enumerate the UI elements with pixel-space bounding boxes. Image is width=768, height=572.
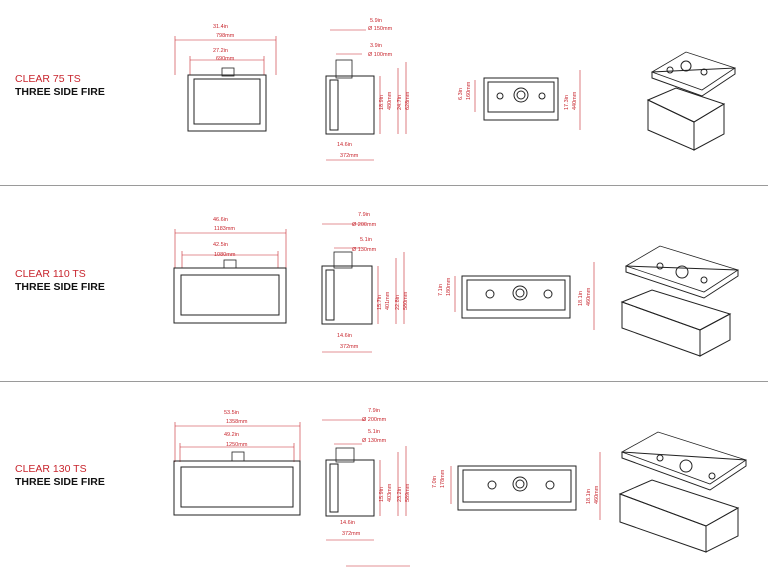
dim-top-left-mm: 160mm — [466, 81, 472, 100]
dim-outer-mm: 1358mm — [226, 419, 248, 425]
iso-view-130 — [618, 431, 747, 553]
dim-flue-inner-in: 5.1in — [360, 237, 372, 243]
dim-top-right-in: 18.1in — [578, 291, 584, 306]
model-label-130: CLEAR 130 TS THREE SIDE FIRE — [15, 463, 105, 489]
dim-h1-in: 15.7in — [377, 295, 383, 310]
dim-flue-outer-mm: Ø 200mm — [362, 417, 387, 423]
dim-inner-in: 49.2in — [224, 432, 239, 438]
dim-flue-inner-mm: Ø 130mm — [352, 247, 377, 253]
section-divider — [0, 185, 768, 186]
model-name: CLEAR 130 TS — [15, 463, 87, 475]
dim-h2-mm: 589mm — [405, 483, 411, 502]
dim-depth-in: 14.6in — [340, 520, 355, 526]
side-view-75: 5.9in Ø 150mm 3.9in Ø 100mm 18.9in 480mm… — [325, 18, 411, 161]
dim-h1-mm: 403mm — [387, 483, 393, 502]
dim-h1-mm: 480mm — [387, 91, 393, 110]
dim-top-left-in: 7.1in — [438, 284, 444, 296]
dim-depth-mm: 372mm — [340, 153, 359, 159]
dim-inner-mm: 1250mm — [226, 442, 248, 448]
dim-flue-outer-in: 7.9in — [368, 408, 380, 414]
dim-outer-in: 53.5in — [224, 410, 239, 416]
dim-outer-in: 46.6in — [213, 217, 228, 223]
dim-h1-in: 15.9in — [379, 487, 385, 502]
dim-depth-in: 14.6in — [337, 142, 352, 148]
dim-h2-in: 22.8in — [395, 295, 401, 310]
dim-depth-mm: 372mm — [342, 531, 361, 537]
dim-depth-mm: 372mm — [340, 344, 359, 350]
model-subtitle: THREE SIDE FIRE — [15, 476, 105, 488]
dim-inner-in: 42.5in — [213, 242, 228, 248]
dim-flue-inner-in: 3.9in — [370, 43, 382, 49]
section-divider — [0, 381, 768, 382]
dim-top-left-in: 6.3in — [458, 88, 464, 100]
iso-view-110 — [620, 245, 739, 357]
dim-flue-outer-in: 7.9in — [358, 212, 370, 218]
dim-h2-mm: 628mm — [405, 91, 411, 110]
top-view-130: 7.0in 178mm 18.1in 460mm — [432, 452, 601, 520]
dim-top-right-in: 18.1in — [586, 489, 592, 504]
dim-outer-mm: 1183mm — [214, 226, 235, 232]
dim-flue-inner-mm: Ø 100mm — [368, 52, 393, 58]
dim-top-left-mm: 180mm — [446, 277, 452, 296]
front-view-110: 46.6in 1183mm 42.5in 1080mm — [173, 217, 287, 324]
model-subtitle: THREE SIDE FIRE — [15, 281, 105, 293]
top-view-75: 6.3in 160mm 17.3in 440mm — [458, 70, 581, 130]
dim-h2-in: 24.7in — [397, 95, 403, 110]
dim-inner-mm: 690mm — [216, 56, 235, 62]
dim-flue-outer-mm: Ø 200mm — [352, 222, 377, 228]
dim-flue-inner-in: 5.1in — [368, 429, 380, 435]
model-subtitle: THREE SIDE FIRE — [15, 86, 105, 98]
model-label-75: CLEAR 75 TS THREE SIDE FIRE — [15, 73, 105, 99]
dim-flue-outer-mm: Ø 150mm — [368, 26, 393, 32]
dim-h1-in: 18.9in — [379, 95, 385, 110]
model-name: CLEAR 75 TS — [15, 73, 81, 85]
model-name: CLEAR 110 TS — [15, 268, 86, 280]
side-view-130: 7.9in Ø 200mm 5.1in Ø 130mm 15.9in 403mm… — [322, 408, 411, 567]
dim-depth-in: 14.6in — [337, 333, 352, 339]
dim-top-right-mm: 440mm — [572, 91, 578, 110]
dim-top-left-mm: 178mm — [440, 469, 446, 488]
model-label-110: CLEAR 110 TS THREE SIDE FIRE — [15, 268, 105, 294]
dim-inner-mm: 1080mm — [214, 252, 236, 258]
dim-outer-in: 31.4in — [213, 24, 228, 30]
dim-top-left-in: 7.0in — [432, 476, 438, 488]
dim-flue-outer-in: 5.9in — [370, 18, 382, 24]
dim-top-right-mm: 460mm — [594, 485, 600, 504]
top-view-110: 7.1in 180mm 18.1in 460mm — [438, 262, 595, 330]
front-view-130: 53.5in 1358mm 49.2in 1250mm — [173, 410, 301, 516]
dim-h1-mm: 401mm — [385, 291, 391, 310]
iso-view-75 — [646, 51, 736, 151]
front-view-75: 31.4in 798mm 27.2in 690mm — [174, 24, 277, 132]
dim-h2-in: 23.2in — [397, 487, 403, 502]
dim-flue-inner-mm: Ø 130mm — [362, 438, 387, 444]
dim-top-right-mm: 460mm — [586, 287, 592, 306]
dim-h2-mm: 580mm — [403, 291, 409, 310]
dim-top-right-in: 17.3in — [564, 95, 570, 110]
dim-outer-mm: 798mm — [216, 33, 235, 39]
side-view-110: 7.9in Ø 200mm 5.1in Ø 130mm 15.7in 401mm… — [321, 212, 409, 353]
dim-inner-in: 27.2in — [213, 48, 228, 54]
